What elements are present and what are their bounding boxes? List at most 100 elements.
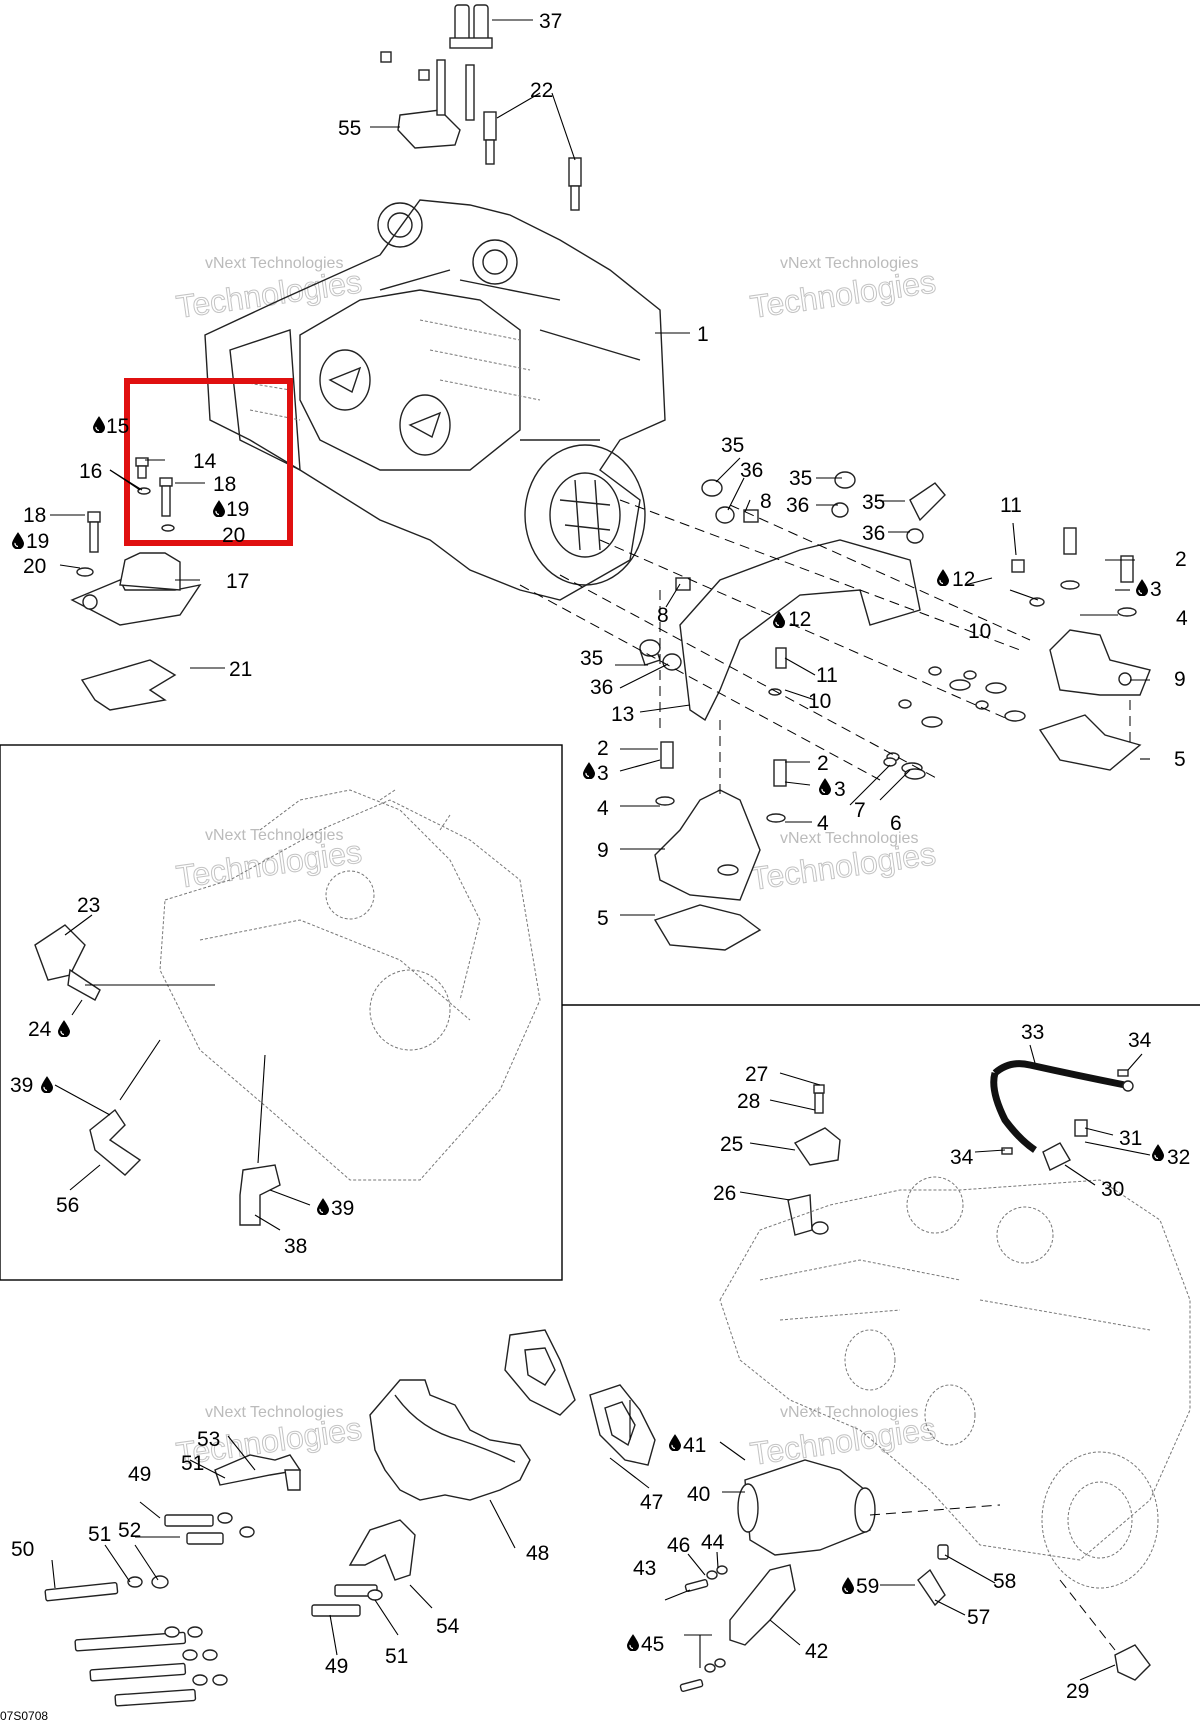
callout-18-left: 18 xyxy=(23,504,46,527)
callout-57: 57 xyxy=(967,1606,990,1629)
callout-9-front: 9 xyxy=(597,839,609,862)
callout-13: 13 xyxy=(611,703,634,726)
callout-26: 26 xyxy=(713,1182,736,1205)
callout-labels: 37 22 55 1 15 14 16 18 19 20 18 19 20 17… xyxy=(0,10,1190,1723)
fuel-sensor-panel xyxy=(0,744,563,1281)
callout-48: 48 xyxy=(526,1542,549,1565)
spark-plug-22-b xyxy=(568,157,582,211)
callout-49-b: 49 xyxy=(325,1655,348,1678)
callout-59: 59 xyxy=(856,1575,879,1598)
callout-5-front: 5 xyxy=(597,907,609,930)
callout-39-b: 39 xyxy=(331,1197,354,1220)
gasket-47-a xyxy=(504,1329,576,1416)
callout-19-left: 19 xyxy=(26,530,49,553)
svg-text:vNext Technologies: vNext Technologies xyxy=(205,255,343,272)
callout-52: 52 xyxy=(118,1519,141,1542)
callout-20-box: 20 xyxy=(222,524,245,547)
sensor-leaders xyxy=(85,984,266,1164)
screw-27 xyxy=(813,1084,825,1094)
callout-11-a: 11 xyxy=(1000,494,1022,517)
callout-8-b: 8 xyxy=(657,604,669,627)
callout-23: 23 xyxy=(77,894,100,917)
callout-3-front: 3 xyxy=(597,762,609,785)
callout-11-b: 11 xyxy=(816,664,838,687)
callout-33: 33 xyxy=(1021,1021,1044,1044)
engine-mount-9-right xyxy=(1049,629,1151,696)
callout-1: 1 xyxy=(697,323,709,346)
elbow-fitting-56 xyxy=(89,1108,142,1176)
assembly-lines-top xyxy=(519,499,1131,800)
plate-5-front xyxy=(653,904,762,951)
callout-25: 25 xyxy=(720,1133,743,1156)
svg-text:vNext Technologies: vNext Technologies xyxy=(205,1404,343,1421)
watermark-3: vNext Technologies Technologies xyxy=(173,827,364,895)
callout-24: 24 xyxy=(28,1018,52,1041)
spark-plug-22-a xyxy=(483,111,497,165)
starter-small-parts xyxy=(679,1544,949,1693)
callout-30: 30 xyxy=(1101,1178,1124,1201)
callout-58: 58 xyxy=(993,1570,1016,1593)
engine-mount-17 xyxy=(70,552,202,626)
callout-47: 47 xyxy=(640,1491,663,1514)
dash-line-40 xyxy=(869,1504,1001,1516)
callout-17: 17 xyxy=(226,570,249,593)
watermark-6: vNext Technologies Technologies xyxy=(747,1404,938,1472)
callout-43: 43 xyxy=(633,1557,656,1580)
callout-22: 22 xyxy=(530,79,553,102)
starter-bolts xyxy=(44,1514,378,1707)
callout-54: 54 xyxy=(436,1615,460,1638)
callout-19-box: 19 xyxy=(226,498,249,521)
callout-44: 44 xyxy=(701,1531,725,1554)
engine-outline-panel-2 xyxy=(159,789,541,1181)
starter-bracket-42 xyxy=(729,1564,796,1646)
svg-text:vNext Technologies: vNext Technologies xyxy=(780,1404,918,1421)
callout-41: 41 xyxy=(683,1434,706,1457)
callout-8-a: 8 xyxy=(760,490,772,513)
sensor-26 xyxy=(787,1194,829,1236)
callout-55: 55 xyxy=(338,117,361,140)
callout-16: 16 xyxy=(79,460,102,483)
nut-34-upper xyxy=(1117,1069,1129,1077)
callout-12-a: 12 xyxy=(952,568,975,591)
callout-36-a: 36 xyxy=(740,459,763,482)
plate-21 xyxy=(80,659,177,711)
svg-text:vNext Technologies: vNext Technologies xyxy=(780,830,918,847)
callout-29: 29 xyxy=(1066,1680,1089,1703)
knock-sensor-25 xyxy=(793,1092,841,1166)
highlight-box xyxy=(124,378,293,546)
screw-14 xyxy=(135,457,149,479)
callout-51-c: 51 xyxy=(385,1645,408,1668)
callout-38: 38 xyxy=(284,1235,307,1258)
callout-7: 7 xyxy=(854,799,866,822)
callout-32: 32 xyxy=(1167,1146,1190,1169)
callout-3-right: 3 xyxy=(1150,578,1162,601)
svg-text:Technologies: Technologies xyxy=(748,263,938,325)
starter-washers xyxy=(127,1512,383,1686)
engine-illustration xyxy=(204,199,666,601)
callout-14: 14 xyxy=(193,450,217,473)
svg-text:Technologies: Technologies xyxy=(174,263,364,325)
washer-20-left xyxy=(76,567,94,577)
screw-18 xyxy=(159,477,173,517)
callout-37: 37 xyxy=(539,10,562,33)
callout-10-b: 10 xyxy=(808,690,831,713)
bracket-53 xyxy=(214,1454,302,1491)
callout-31: 31 xyxy=(1119,1127,1142,1150)
svg-text:vNext Technologies: vNext Technologies xyxy=(205,827,343,844)
breather-tube-37 xyxy=(449,4,493,49)
callout-34-upper: 34 xyxy=(1128,1029,1152,1052)
callout-9-right: 9 xyxy=(1174,668,1186,691)
callout-15: 15 xyxy=(106,415,129,438)
callout-36-c: 36 xyxy=(862,522,885,545)
starter-motor-40 xyxy=(737,1459,876,1556)
temp-sensor-23 xyxy=(34,924,101,1001)
diagram-code: 07S0708 xyxy=(0,1709,48,1723)
bracket-54 xyxy=(348,1519,416,1581)
callout-51-a: 51 xyxy=(181,1452,204,1475)
ground-cable-33 xyxy=(990,1060,1134,1171)
callout-4-mid: 4 xyxy=(817,812,829,835)
callout-28: 28 xyxy=(737,1090,760,1113)
callout-12-b: 12 xyxy=(788,608,811,631)
